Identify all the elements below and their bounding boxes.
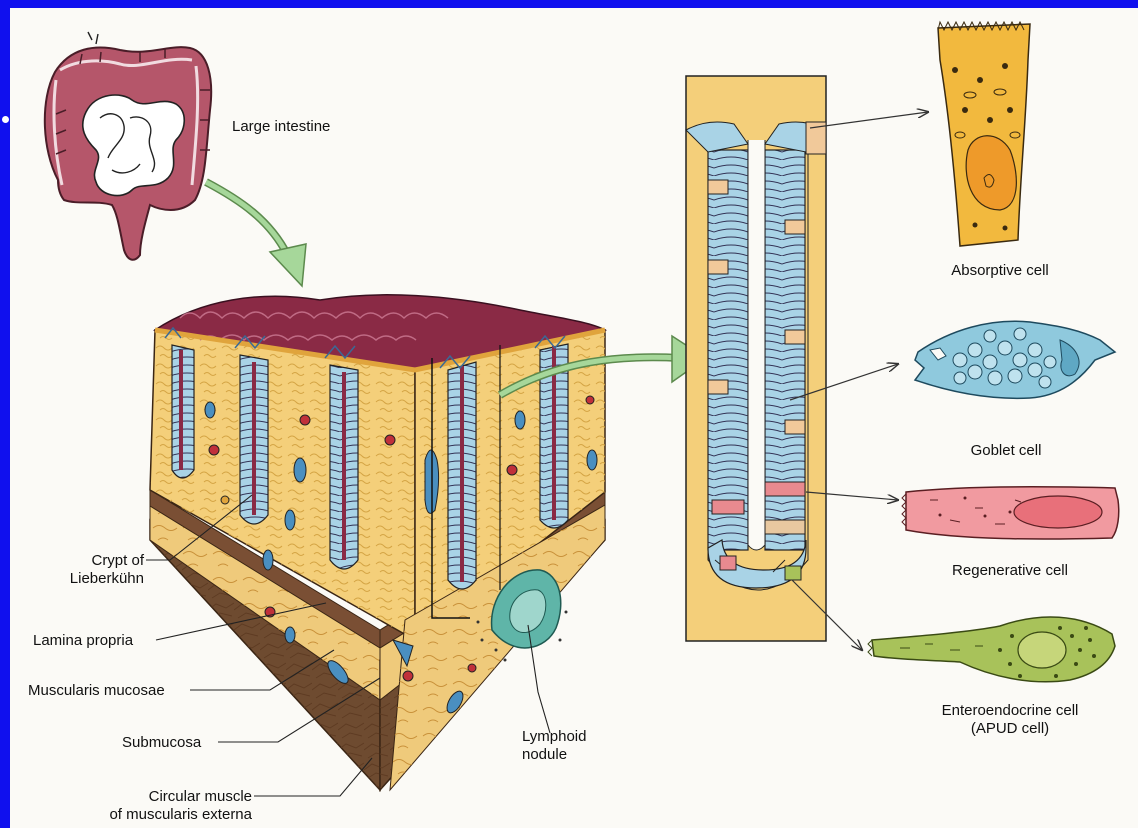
label-submucosa: Submucosa: [122, 734, 201, 752]
label-entero-line1: Enteroendocrine cell: [910, 702, 1110, 720]
label-lymphoid-nodule: Lymphoid nodule: [522, 728, 586, 764]
label-crypt-line2: Lieberkühn: [20, 570, 144, 588]
label-circular-line2: of muscularis externa: [30, 806, 252, 824]
label-muscularis-mucosae: Muscularis mucosae: [28, 682, 165, 700]
label-regenerative-cell: Regenerative cell: [920, 562, 1100, 580]
label-lymphoid-line2: nodule: [522, 746, 586, 764]
label-lymphoid-line1: Lymphoid: [522, 728, 586, 746]
absorptive-cell: [938, 22, 1030, 246]
enteroendocrine-cell: [868, 617, 1115, 682]
label-goblet-cell: Goblet cell: [936, 442, 1076, 460]
label-absorptive-cell: Absorptive cell: [920, 262, 1080, 280]
goblet-cell: [915, 321, 1115, 398]
label-crypt-line1: Crypt of: [20, 552, 144, 570]
large-intestine-illustration: [45, 32, 211, 260]
label-entero-line2: (APUD cell): [910, 720, 1110, 738]
label-circular-line1: Circular muscle: [30, 788, 252, 806]
label-lamina-propria: Lamina propria: [33, 632, 133, 650]
tissue-block: [150, 295, 605, 790]
label-enteroendocrine-cell: Enteroendocrine cell (APUD cell): [910, 702, 1110, 738]
regenerative-cell: [902, 487, 1119, 539]
label-crypt-of-lieberkuhn: Crypt of Lieberkühn: [20, 552, 144, 588]
label-large-intestine: Large intestine: [232, 118, 330, 136]
label-circular-muscle: Circular muscle of muscularis externa: [30, 788, 252, 824]
green-arrow-to-block: [206, 182, 306, 286]
crypt-panel: [686, 76, 826, 641]
